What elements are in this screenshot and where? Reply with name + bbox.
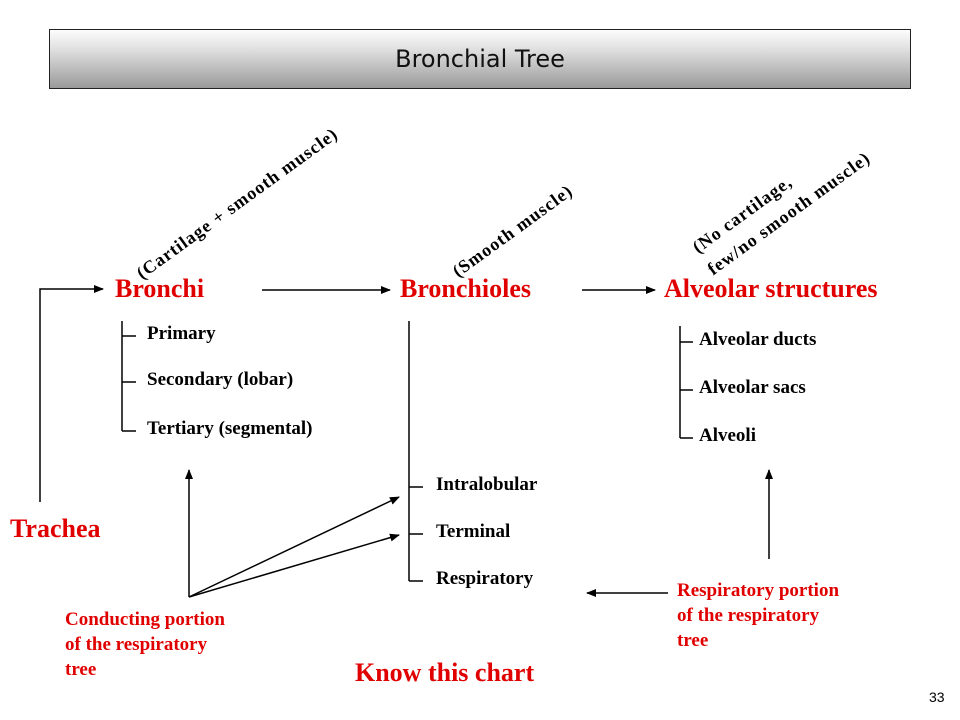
respiratory-line2: of the respiratory <box>677 605 820 626</box>
slide-title: Bronchial Tree <box>395 45 565 73</box>
bronchi-item-primary: Primary <box>147 323 216 344</box>
alveolar-item-alveoli: Alveoli <box>699 425 756 446</box>
know-this-chart: Know this chart <box>355 658 535 687</box>
alveolar-bracket <box>679 326 693 439</box>
bronchioles-item-intralobular: Intralobular <box>436 474 538 495</box>
respiratory-line3: tree <box>677 630 709 651</box>
conducting-line1: Conducting portion <box>65 609 225 630</box>
alveolar-item-ducts: Alveolar ducts <box>699 329 817 350</box>
bronchioles-heading: Bronchioles <box>400 274 531 303</box>
title-bar: Bronchial Tree <box>49 29 911 89</box>
alveolar-item-sacs: Alveolar sacs <box>699 377 806 398</box>
bronchioles-bracket <box>408 321 423 582</box>
bronchioles-item-respiratory: Respiratory <box>436 568 534 589</box>
bronchi-bracket <box>121 321 136 432</box>
alveolar-heading: Alveolar structures <box>664 274 878 303</box>
respiratory-line1: Respiratory portion <box>677 580 840 601</box>
bronchi-heading: Bronchi <box>115 274 205 303</box>
conducting-to-intralobular-arrow <box>188 496 400 598</box>
bronchi-item-tertiary: Tertiary (segmental) <box>147 418 313 439</box>
conducting-line2: of the respiratory <box>65 634 208 655</box>
bronchioles-item-terminal: Terminal <box>436 521 511 542</box>
trachea-label: Trachea <box>10 514 101 543</box>
trachea-to-bronchi-arrow <box>39 285 104 502</box>
respiratory-portion-note: Respiratory portion of the respiratory t… <box>677 578 927 653</box>
conducting-to-terminal-arrow <box>188 533 400 598</box>
conducting-line3: tree <box>65 659 97 680</box>
bronchi-item-secondary: Secondary (lobar) <box>147 369 294 390</box>
page-number: 33 <box>929 689 945 705</box>
conducting-portion-note: Conducting portion of the respiratory tr… <box>65 607 305 682</box>
